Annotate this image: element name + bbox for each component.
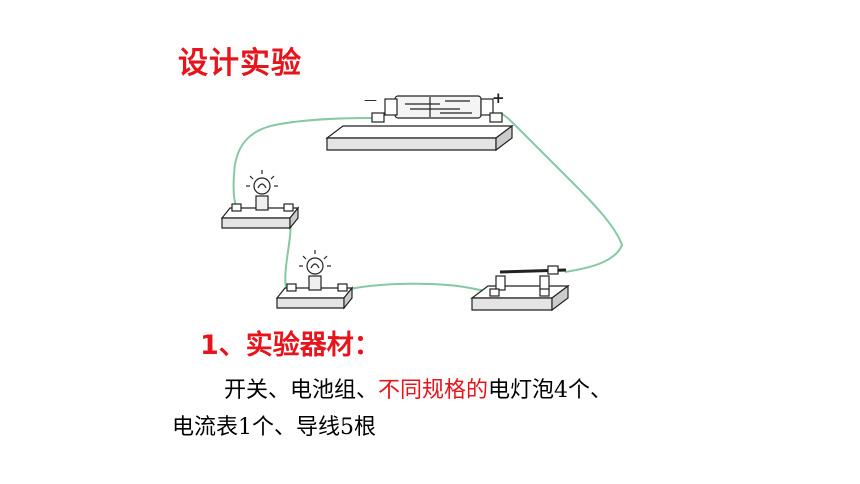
materials-highlight: 不同规格的 <box>378 378 489 403</box>
wire-lamp2-to-switch <box>344 282 496 293</box>
battery-plus-label: + <box>492 89 505 107</box>
materials-line-2: 电流表1个、导线5根 <box>172 415 376 440</box>
battery-pack <box>325 95 514 152</box>
section-heading: 1、实验器材： <box>200 330 381 361</box>
knife-switch <box>470 265 570 312</box>
materials-text-2: 电灯泡4个、 <box>488 378 613 403</box>
lamp-1 <box>220 170 300 230</box>
wire-switch-to-battery <box>499 112 624 273</box>
materials-text-1: 开关、电池组、 <box>224 378 379 403</box>
lamp-2 <box>275 250 354 310</box>
page-title: 设计实验 <box>178 46 302 81</box>
battery-minus-label: — <box>364 93 377 108</box>
wire-battery-to-lamp1 <box>232 117 376 207</box>
materials-line-1: 开关、电池组、不同规格的电灯泡4个、 <box>224 372 612 404</box>
